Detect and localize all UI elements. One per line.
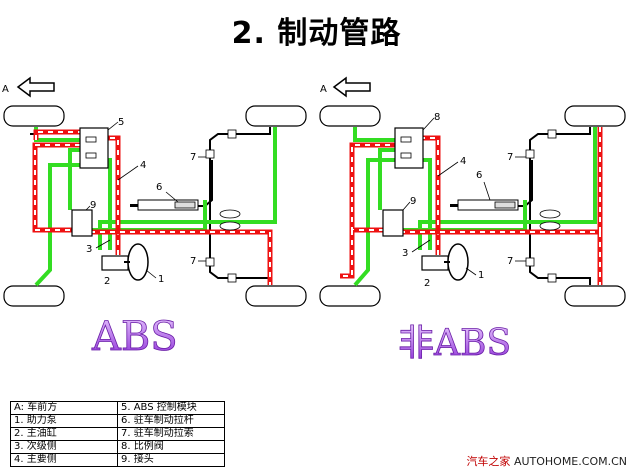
callout-9-abs: 9	[90, 200, 96, 211]
callout-6-non-abs: 6	[476, 170, 482, 181]
cable-connectors-left	[205, 129, 241, 283]
watermark-site: AUTOHOME.COM.CN	[513, 455, 627, 468]
legend-row: 2. 主油缸 7. 驻车制动拉索	[10, 427, 225, 441]
wheel-rear-right	[245, 285, 307, 307]
brake-line-diagram: A	[2, 76, 626, 364]
callout-3-non-abs: 3	[402, 248, 408, 259]
front-direction-arrow-left: A	[2, 76, 55, 98]
hose-fr	[209, 127, 271, 230]
junction-block-left	[71, 209, 93, 237]
legend-cell: 7. 驻车制动拉索	[117, 427, 225, 441]
legend-cell: 8. 比例阀	[117, 440, 225, 454]
wheel-front-right	[245, 105, 307, 127]
callout-2-abs: 2	[104, 276, 110, 287]
callout-1-abs: 1	[158, 274, 164, 285]
legend-cell: 9. 接头	[117, 453, 225, 467]
parking-brake-lever-left	[130, 199, 199, 211]
legend-cell: 2. 主油缸	[10, 427, 118, 441]
callout-2-non-abs: 2	[424, 278, 430, 289]
wheel-front-left	[3, 105, 65, 127]
callout-3-abs: 3	[86, 244, 92, 255]
junction-block-right	[382, 209, 404, 237]
callout-4-non-abs: 4	[460, 156, 466, 167]
legend-row: 3. 次级侧 8. 比例阀	[10, 440, 225, 454]
brake-booster-left	[127, 243, 149, 281]
legend-table: A: 车前方 5. ABS 控制模块 1. 助力泵 6. 驻车制动拉杆 2. 主…	[10, 401, 225, 467]
wheel-front-right-right-diagram	[564, 105, 626, 127]
legend-row: 4. 主要侧 9. 接头	[10, 453, 225, 467]
callout-8-non-abs: 8	[434, 112, 440, 123]
legend-row: 1. 助力泵 6. 驻车制动拉杆	[10, 414, 225, 428]
callout-5-abs: 5	[118, 117, 124, 128]
page-title: 2. 制动管路	[231, 16, 402, 51]
abs-layout: A	[2, 76, 307, 360]
front-arrow-label: A	[2, 84, 9, 95]
front-arrow-label-right: A	[320, 84, 327, 95]
callout-7-bottom-non-abs: 7	[507, 256, 513, 267]
legend-row: A: 车前方 5. ABS 控制模块	[10, 401, 225, 415]
cable-connectors-right	[525, 129, 561, 283]
legend-cell: 3. 次级侧	[10, 440, 118, 454]
red-brake-lines-right	[340, 127, 603, 285]
legend-cell: 1. 助力泵	[10, 414, 118, 428]
legend-cell: A: 车前方	[10, 401, 118, 415]
legend-cell: 6. 驻车制动拉杆	[117, 414, 225, 428]
wheel-front-left-right-diagram	[319, 105, 381, 127]
hose-rr	[209, 230, 271, 285]
proportioning-valve	[394, 127, 424, 169]
callout-7-top-non-abs: 7	[507, 152, 513, 163]
callout-6-abs: 6	[156, 182, 162, 193]
legend-cell: 5. ABS 控制模块	[117, 401, 225, 415]
non-abs-caption: 非ABS	[398, 323, 511, 364]
abs-control-module	[79, 127, 109, 169]
abs-caption: ABS	[91, 314, 178, 360]
wheel-rear-left	[3, 285, 65, 307]
callout-4-abs: 4	[140, 160, 146, 171]
front-direction-arrow-right: A	[320, 76, 371, 98]
callout-7-top-abs: 7	[190, 152, 196, 163]
parking-brake-lever-right	[450, 199, 519, 211]
callout-1-non-abs: 1	[478, 270, 484, 281]
wheel-rear-right-right-diagram	[564, 285, 626, 307]
non-abs-layout: A	[319, 76, 626, 364]
brake-booster-right	[447, 243, 469, 281]
watermark-brand: 汽车之家	[466, 455, 511, 468]
callout-7-bottom-abs: 7	[190, 256, 196, 267]
callout-9-non-abs: 9	[410, 196, 416, 207]
autohome-watermark: 汽车之家 AUTOHOME.COM.CN	[466, 453, 627, 469]
wheel-rear-left-right-diagram	[319, 285, 381, 307]
legend-cell: 4. 主要侧	[10, 453, 118, 467]
